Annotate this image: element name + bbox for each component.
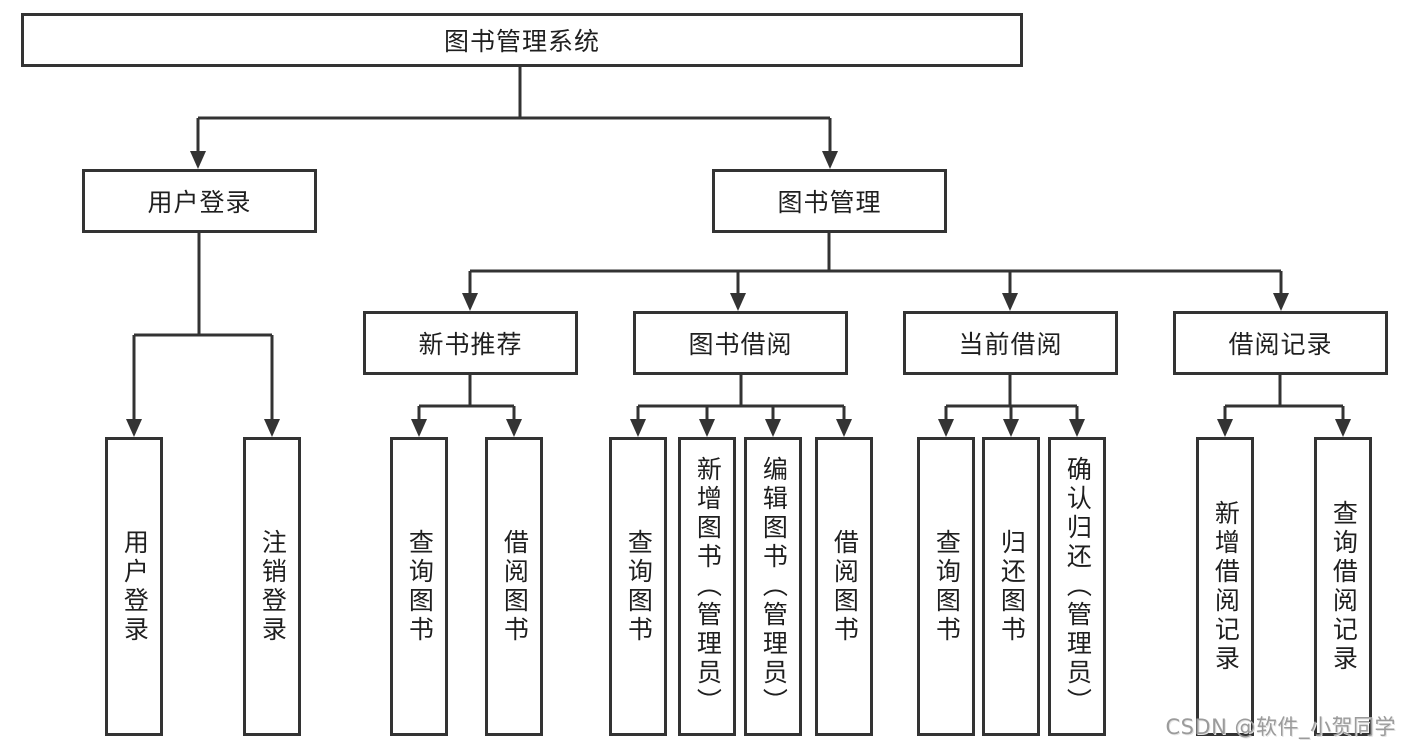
arrowhead-icon [126, 419, 142, 437]
connector-book-borrow-branch [630, 375, 852, 437]
node-label: 用户登录 [120, 528, 150, 645]
arrowhead-icon [765, 419, 781, 437]
node-label: 查询借阅记录 [1329, 499, 1359, 674]
arrowhead-icon [822, 151, 838, 169]
arrowhead-icon [699, 419, 715, 437]
arrowhead-icon [264, 419, 280, 437]
leaf-return-books: 归还图书 [982, 437, 1040, 736]
leaf-add-books-admin: 新增图书（管理员） [678, 437, 736, 736]
node-label: 新增图书（管理员） [693, 456, 723, 717]
node-current-borrow: 当前借阅 [903, 311, 1118, 375]
node-label: 用户登录 [147, 188, 252, 217]
connector-root-to-level2 [190, 67, 838, 169]
node-label: 注销登录 [258, 528, 288, 645]
arrowhead-icon [190, 151, 206, 169]
arrowhead-icon [1273, 293, 1289, 311]
connector-borrow-records-branch [1217, 375, 1351, 437]
leaf-query-books-current: 查询图书 [917, 437, 975, 736]
node-label: 借阅记录 [1228, 330, 1333, 359]
arrowhead-icon [1002, 293, 1018, 311]
node-label: 借阅图书 [500, 528, 530, 645]
node-label: 归还图书 [997, 528, 1027, 645]
arrowhead-icon [1069, 419, 1085, 437]
connector-current-borrow-branch [938, 375, 1085, 437]
connector-book-management-branch [462, 233, 1289, 311]
node-user-login: 用户登录 [82, 169, 317, 233]
csdn-watermark: CSDN @软件_小贺同学 [1165, 715, 1396, 739]
node-borrow-records: 借阅记录 [1173, 311, 1388, 375]
leaf-confirm-return-admin: 确认归还（管理员） [1048, 437, 1106, 736]
arrowhead-icon [836, 419, 852, 437]
connector-new-book-branch [411, 375, 522, 437]
connector-user-login-branch [126, 233, 280, 437]
leaf-query-books-recommend: 查询图书 [390, 437, 448, 736]
arrowhead-icon [730, 293, 746, 311]
node-book-borrow: 图书借阅 [633, 311, 848, 375]
leaf-logout: 注销登录 [243, 437, 301, 736]
arrowhead-icon [1003, 419, 1019, 437]
node-new-book-recommend: 新书推荐 [363, 311, 578, 375]
node-label: 图书管理 [777, 188, 882, 217]
node-label: 确认归还（管理员） [1063, 456, 1093, 717]
leaf-add-borrow-record: 新增借阅记录 [1196, 437, 1254, 736]
node-library-system: 图书管理系统 [21, 13, 1023, 67]
node-book-management: 图书管理 [712, 169, 947, 233]
arrowhead-icon [506, 419, 522, 437]
arrowhead-icon [1217, 419, 1233, 437]
node-label: 图书管理系统 [443, 27, 600, 56]
node-label: 查询图书 [624, 528, 654, 645]
node-label: 编辑图书（管理员） [759, 456, 789, 717]
node-label: 查询图书 [405, 528, 435, 645]
arrowhead-icon [1335, 419, 1351, 437]
leaf-user-login: 用户登录 [105, 437, 163, 736]
arrowhead-icon [462, 293, 478, 311]
leaf-query-books-borrow: 查询图书 [609, 437, 667, 736]
leaf-borrow-books-recommend: 借阅图书 [485, 437, 543, 736]
arrowhead-icon [630, 419, 646, 437]
node-label: 新增借阅记录 [1211, 499, 1241, 674]
arrowhead-icon [938, 419, 954, 437]
leaf-borrow-books: 借阅图书 [815, 437, 873, 736]
leaf-edit-books-admin: 编辑图书（管理员） [744, 437, 802, 736]
arrowhead-icon [411, 419, 427, 437]
node-label: 借阅图书 [830, 528, 860, 645]
node-label: 查询图书 [932, 528, 962, 645]
node-label: 新书推荐 [418, 330, 523, 359]
node-label: 当前借阅 [958, 330, 1063, 359]
leaf-query-borrow-record: 查询借阅记录 [1314, 437, 1372, 736]
node-label: 图书借阅 [688, 330, 793, 359]
